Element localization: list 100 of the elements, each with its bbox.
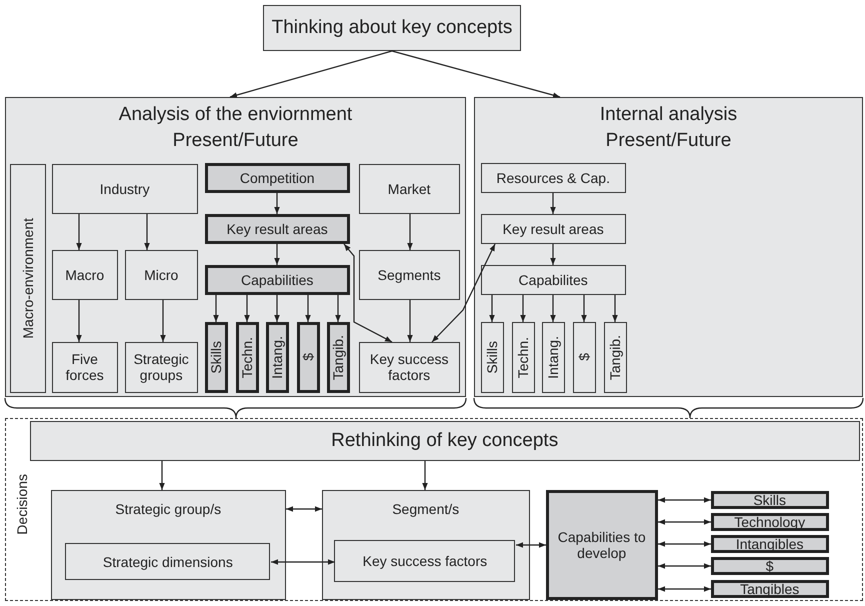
node-label: Capabilities to develop xyxy=(556,528,647,561)
node-label: Rethinking of key concepts xyxy=(331,430,558,452)
process-box xyxy=(358,250,460,300)
node-label: Tangib. xyxy=(607,334,624,380)
process-box xyxy=(52,342,118,393)
process-box xyxy=(480,264,626,295)
process-box xyxy=(572,322,596,393)
arrow xyxy=(612,295,618,322)
node-label: $ xyxy=(300,353,316,362)
arrow xyxy=(658,497,711,503)
process-box xyxy=(480,322,504,393)
group-box xyxy=(322,490,530,600)
arrow xyxy=(658,519,711,525)
node-label: Techn. xyxy=(239,336,256,378)
arrow xyxy=(407,214,413,250)
group-box xyxy=(474,97,863,397)
arrow xyxy=(286,506,322,512)
arrow xyxy=(244,295,250,322)
node-label: Thinking about key concepts xyxy=(272,17,512,39)
arrow xyxy=(160,300,166,342)
arrow xyxy=(407,300,413,342)
group-title: Present/Future xyxy=(604,130,732,153)
group-title: Present/Future xyxy=(172,130,300,153)
process-box xyxy=(52,164,198,214)
dashed-frame xyxy=(5,418,863,601)
node-label: Five forces xyxy=(64,351,105,384)
arrow xyxy=(76,300,82,342)
node-label: Industry xyxy=(100,180,150,197)
node-label: Resources & Cap. xyxy=(496,170,610,186)
node-label: Key result areas xyxy=(226,220,328,237)
node-label: Capabilites xyxy=(518,272,588,288)
arrow xyxy=(274,193,280,214)
arrow xyxy=(550,244,556,265)
arrow xyxy=(658,563,711,569)
node-label: Skills xyxy=(208,340,224,374)
process-box xyxy=(358,164,460,214)
process-box xyxy=(263,5,521,51)
arrow xyxy=(658,586,711,592)
process-box xyxy=(326,322,350,393)
node-label: Macro xyxy=(65,266,104,283)
process-box xyxy=(204,264,350,295)
process-box xyxy=(512,322,535,393)
arrow xyxy=(335,295,341,322)
process-box xyxy=(546,490,658,600)
node-label: Intangibles xyxy=(736,536,804,552)
node-label: Intang. xyxy=(545,336,562,379)
process-box xyxy=(236,322,259,393)
node-label: $ xyxy=(576,353,592,362)
process-box xyxy=(542,322,565,393)
group-title: Decisions xyxy=(14,474,30,535)
arrow xyxy=(144,214,150,250)
process-box xyxy=(710,556,829,575)
process-box xyxy=(204,214,350,244)
process-box xyxy=(358,342,460,393)
process-box xyxy=(710,580,829,598)
arrow xyxy=(159,461,165,490)
node-label: Key success factors xyxy=(368,351,450,384)
node-label: Technology xyxy=(734,514,806,530)
process-box xyxy=(204,322,228,393)
group-title: Analysis of the enviornment xyxy=(118,104,354,127)
process-box xyxy=(480,162,626,193)
process-box xyxy=(266,322,289,393)
node-label: Market xyxy=(388,180,431,197)
node-label: Capabilities xyxy=(241,272,314,288)
process-box xyxy=(296,322,320,393)
node-label: Intang. xyxy=(269,336,286,379)
node-label: Strategic dimensions xyxy=(102,554,233,570)
arrow xyxy=(305,295,311,322)
arrow xyxy=(271,559,335,565)
node-label: Strategic groups xyxy=(132,351,190,384)
arrow xyxy=(344,244,392,343)
arrow xyxy=(230,50,392,98)
process-box xyxy=(480,214,626,244)
node-label: Competition xyxy=(240,170,315,186)
process-box xyxy=(10,164,46,393)
arrow xyxy=(581,295,587,322)
arrow xyxy=(422,461,428,490)
process-box xyxy=(710,534,829,553)
node-label: $ xyxy=(766,558,774,574)
arrow xyxy=(520,295,526,322)
arrow xyxy=(550,295,556,322)
process-box xyxy=(204,162,350,193)
node-label: Skills xyxy=(484,340,500,374)
process-box xyxy=(710,512,829,531)
process-box xyxy=(124,250,198,300)
process-box xyxy=(65,543,270,580)
process-box xyxy=(334,540,516,582)
arrow xyxy=(550,193,556,214)
group-title: Segment/s xyxy=(391,500,460,518)
node-label: Micro xyxy=(144,266,178,283)
node-label: Key result areas xyxy=(502,220,604,237)
group-title: Strategic group/s xyxy=(114,500,222,518)
arrow xyxy=(489,295,495,322)
group-box xyxy=(5,97,466,397)
arrow xyxy=(213,295,219,322)
arrow xyxy=(274,244,280,265)
process-box xyxy=(604,322,627,393)
node-label: Segments xyxy=(378,266,441,283)
process-box xyxy=(30,420,860,461)
arrow xyxy=(392,50,560,98)
